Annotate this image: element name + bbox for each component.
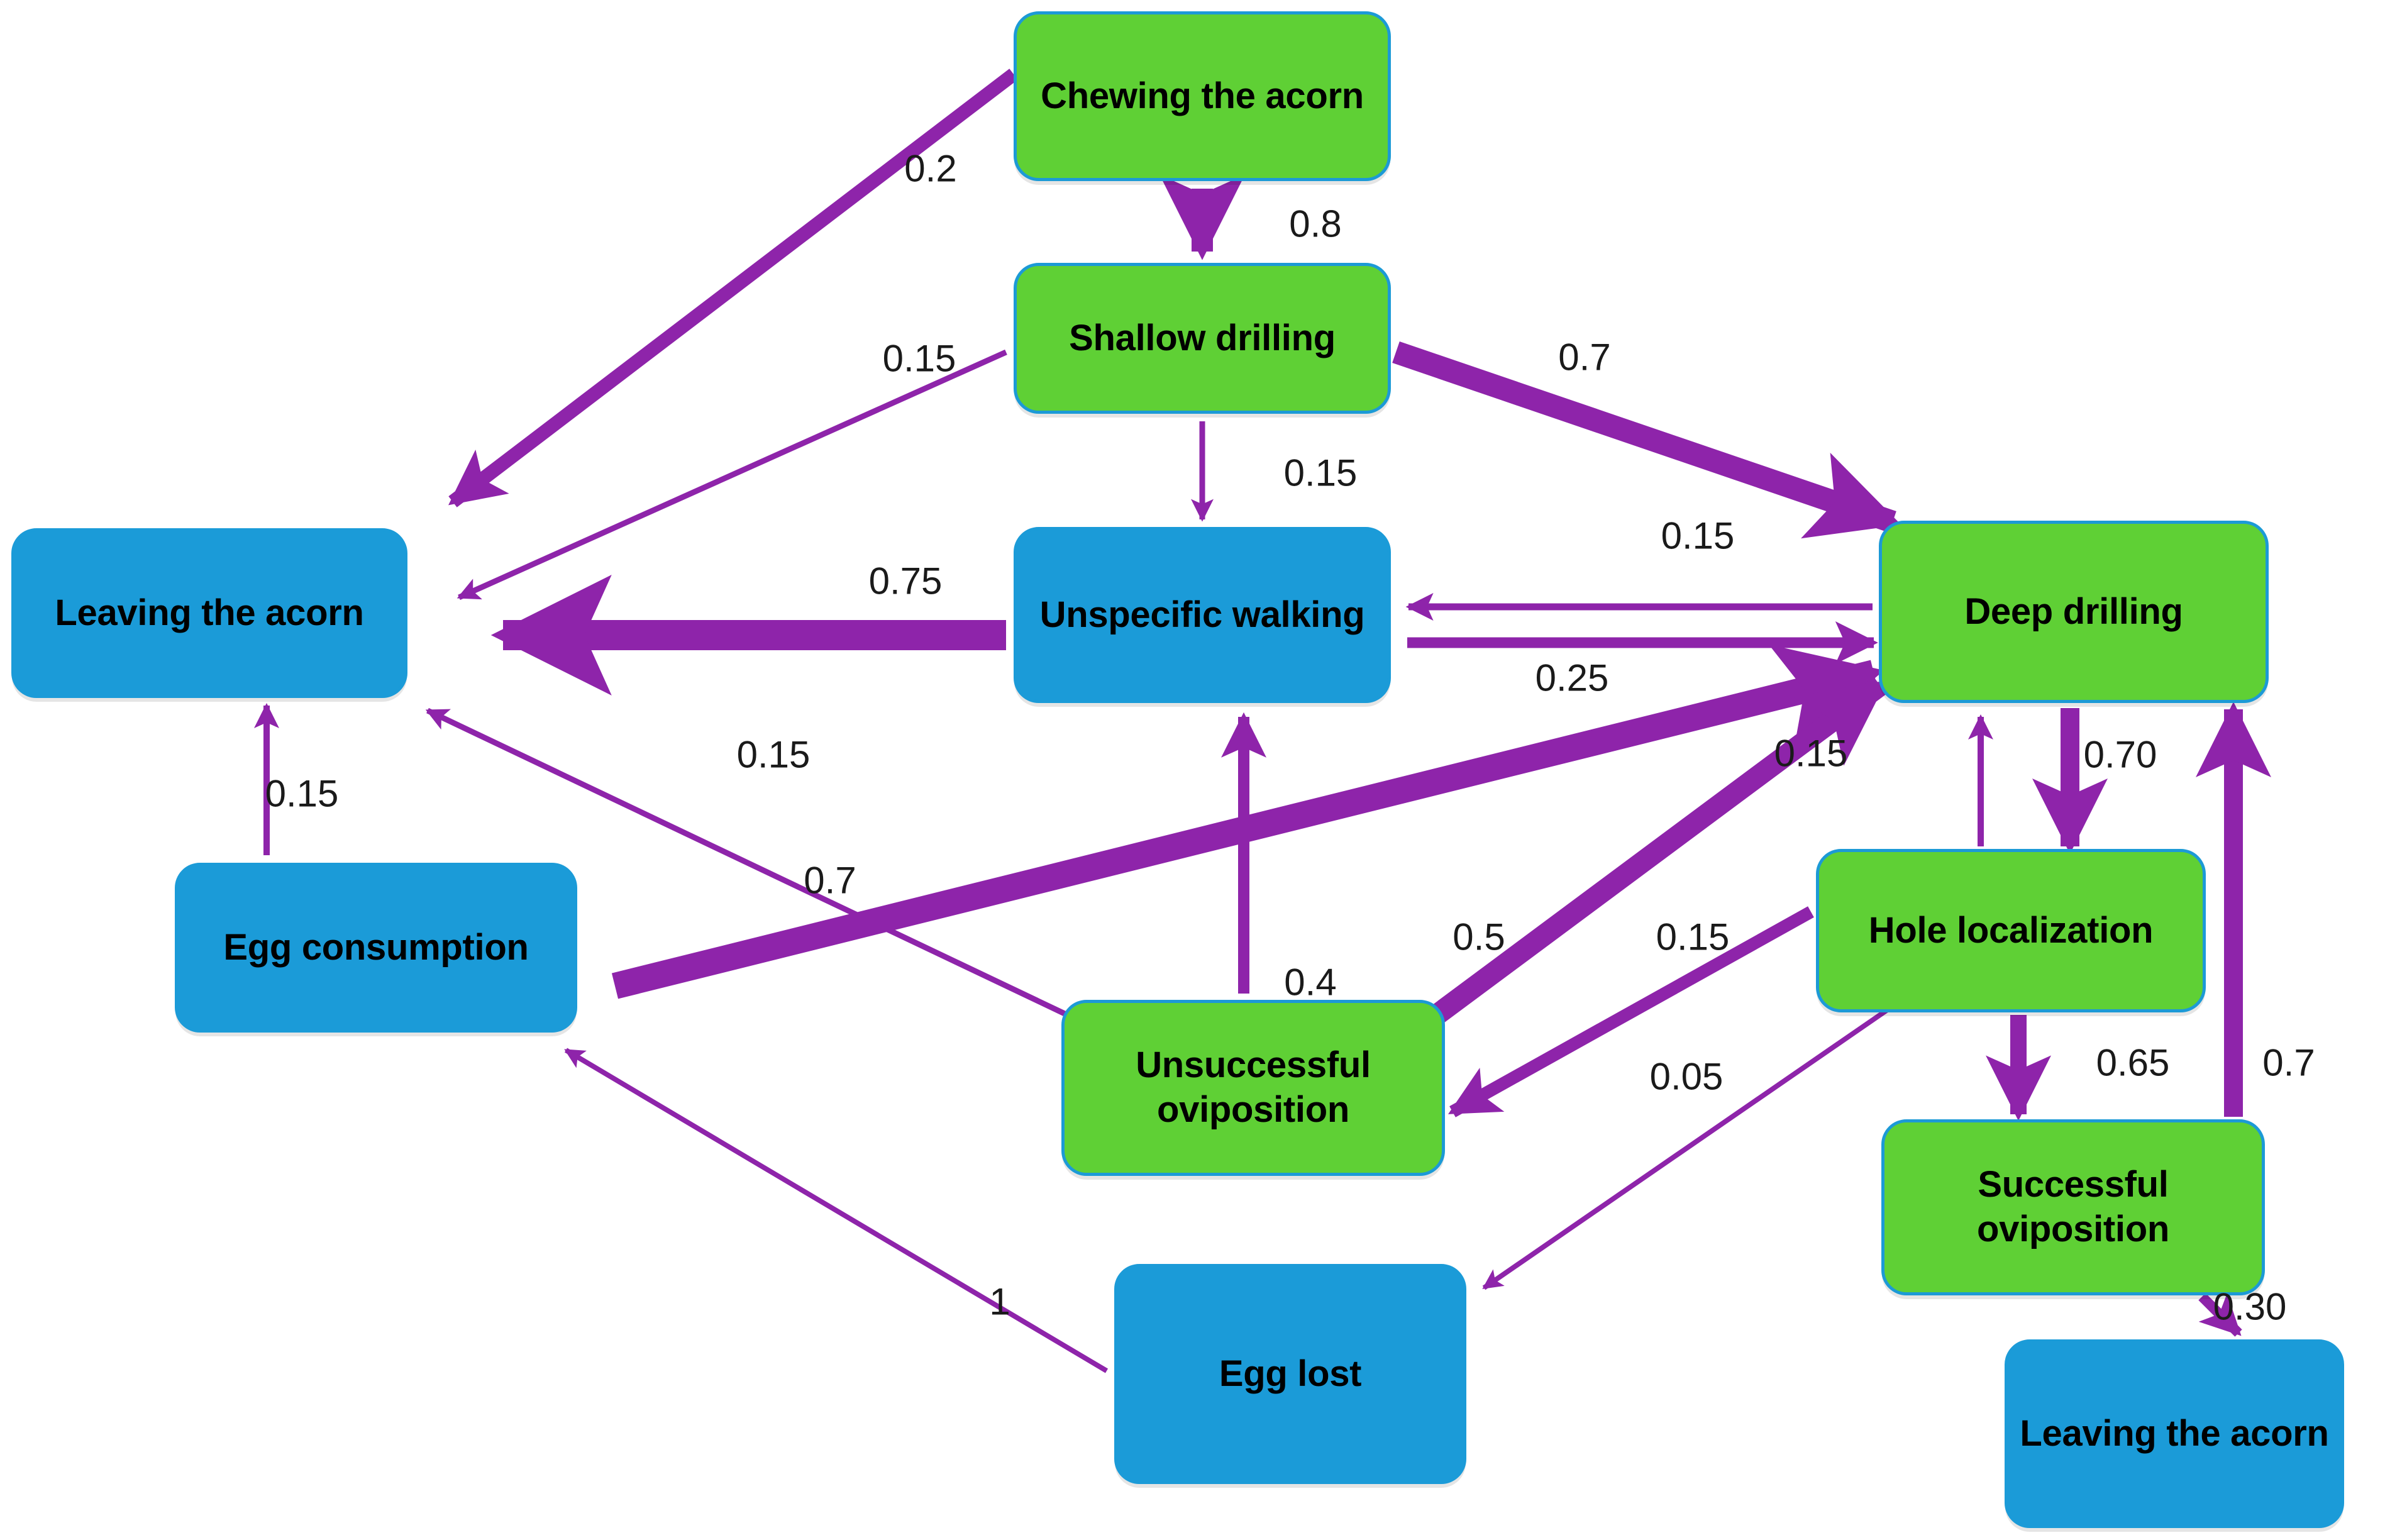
node-deep[interactable]: Deep drilling — [1879, 521, 2269, 703]
node-label: Shallow drilling — [1069, 317, 1336, 358]
node-label: Egg consumption — [223, 926, 529, 968]
edge-weight-label: 0.5 — [1453, 916, 1505, 958]
edge-weight-label: 0.15 — [882, 337, 956, 380]
edge-weight-label: 0.4 — [1284, 961, 1337, 1004]
edge-hole-to-unsuccessful — [1448, 906, 1814, 1117]
node-egg_consumption[interactable]: Egg consumption — [175, 863, 577, 1033]
edge-weight-label: 0.7 — [2262, 1041, 2315, 1084]
edge-weight-label: 1 — [989, 1280, 1010, 1323]
edge-weight-label: 0.15 — [265, 772, 339, 815]
edge-weight-label: 0.8 — [1289, 202, 1342, 245]
node-label: Successful oviposition — [1976, 1164, 2169, 1249]
node-leaving_left[interactable]: Leaving the acorn — [11, 528, 407, 698]
node-shallow[interactable]: Shallow drilling — [1014, 263, 1391, 414]
edge-weight-label: 0.25 — [1535, 656, 1609, 699]
node-label: Egg lost — [1219, 1353, 1362, 1394]
node-label: Chewing the acorn — [1041, 75, 1364, 116]
edge-shallow-to-leaving_left — [457, 349, 1007, 601]
edge-weight-label: 0.70 — [2083, 733, 2157, 776]
node-successful[interactable]: Successful oviposition — [1881, 1119, 2265, 1295]
node-label: Leaving the acorn — [2020, 1412, 2329, 1454]
node-label: Unspecific walking — [1039, 594, 1365, 635]
node-hole[interactable]: Hole localization — [1816, 849, 2206, 1012]
edge-unsuccessful-to-deep — [1408, 677, 1887, 1040]
edge-weight-label: 0.7 — [804, 859, 856, 902]
node-label: Unsuccessful oviposition — [1136, 1044, 1371, 1130]
node-unsuccessful[interactable]: Unsuccessful oviposition — [1061, 1000, 1445, 1176]
edge-shallow-to-deep — [1392, 341, 1901, 539]
node-label: Hole localization — [1868, 909, 2154, 951]
node-chewing[interactable]: Chewing the acorn — [1014, 11, 1391, 181]
edge-weight-label: 0.15 — [736, 733, 811, 776]
edge-weight-label: 0.2 — [904, 147, 957, 190]
edge-egg_lost-to-egg_consumption — [564, 1048, 1109, 1373]
edge-weight-label: 0.75 — [868, 560, 943, 602]
edge-weight-label: 0.15 — [1661, 514, 1735, 557]
node-leaving_right[interactable]: Leaving the acorn — [2005, 1339, 2344, 1528]
node-unspecific[interactable]: Unspecific walking — [1014, 527, 1391, 703]
edge-chewing-to-leaving_left — [448, 69, 1018, 507]
edge-unsuccessful-to-leaving_left — [425, 707, 1076, 1022]
edge-weight-label: 0.05 — [1649, 1055, 1724, 1098]
edge-weight-label: 0.30 — [2213, 1285, 2287, 1328]
node-label: Leaving the acorn — [55, 592, 364, 633]
edge-weight-label: 0.7 — [1558, 336, 1611, 379]
edge-weight-label: 0.65 — [2096, 1041, 2170, 1084]
edge-hole-to-egg_lost — [1482, 1001, 1898, 1290]
edge-weight-label: 0.15 — [1774, 732, 1848, 775]
edge-weight-label: 0.15 — [1656, 916, 1730, 958]
node-egg_lost[interactable]: Egg lost — [1114, 1264, 1466, 1484]
edge-weight-label: 0.15 — [1283, 451, 1358, 494]
edge-successful-to-leaving_right — [2198, 1293, 2242, 1337]
node-label: Deep drilling — [1964, 590, 2183, 632]
